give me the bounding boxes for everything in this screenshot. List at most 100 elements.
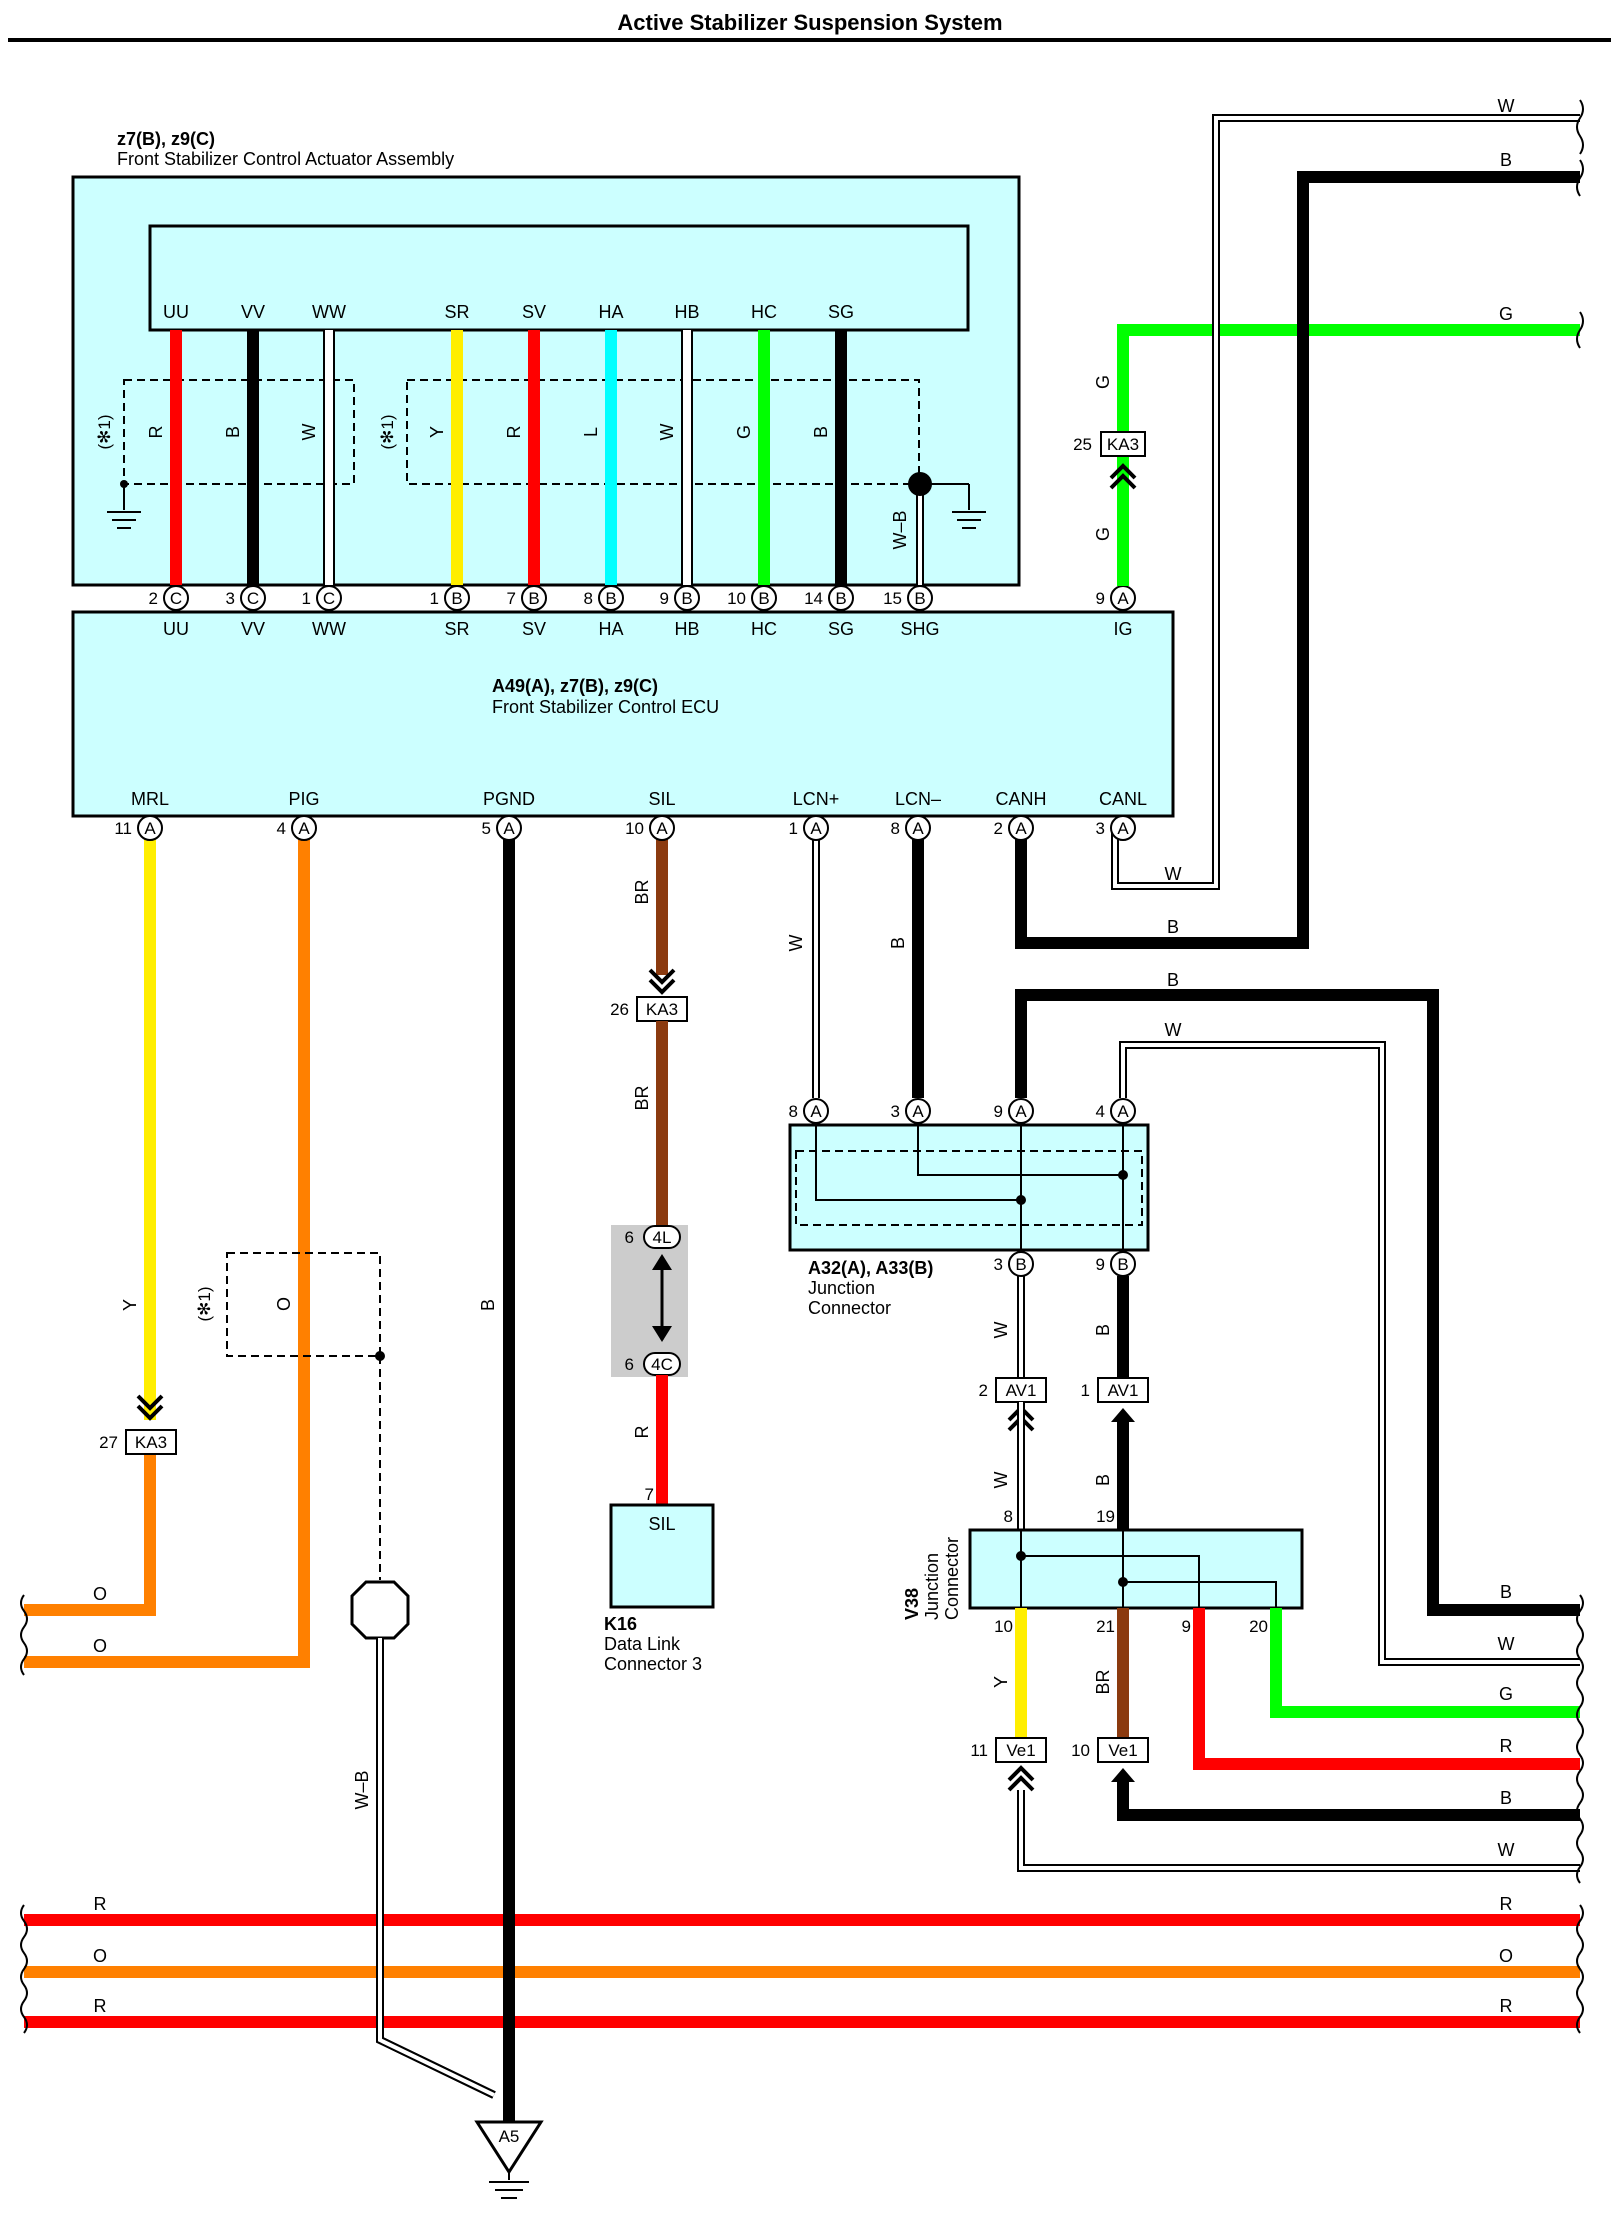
svg-text:R: R [146, 426, 166, 439]
svg-text:(✻1): (✻1) [195, 1286, 214, 1321]
svg-text:B: B [478, 1299, 498, 1311]
svg-text:A: A [810, 1102, 822, 1121]
svg-text:25: 25 [1073, 435, 1092, 454]
right-top-wires: W B G W B [1015, 96, 1580, 949]
svg-text:O: O [93, 1584, 107, 1604]
svg-text:KA3: KA3 [646, 1000, 678, 1019]
junction-connector-v38: 8 19 10 21 9 20 V38 Junction Connector [902, 1507, 1304, 1636]
svg-text:26: 26 [610, 1000, 629, 1019]
svg-text:B: B [1167, 917, 1179, 937]
svg-text:10: 10 [1071, 1741, 1090, 1760]
svg-text:L: L [581, 427, 601, 437]
sil-circuit: KA3 26 BR BR 4L 6 4C 6 R 7 SIL K16 Data … [604, 828, 715, 1674]
svg-text:B: B [605, 589, 616, 608]
svg-text:SR: SR [444, 619, 469, 639]
svg-text:O: O [93, 1946, 107, 1966]
svg-text:Ve1: Ve1 [1108, 1741, 1137, 1760]
svg-text:B: B [1015, 1255, 1026, 1274]
svg-text:6: 6 [625, 1355, 634, 1374]
svg-text:4C: 4C [651, 1355, 673, 1374]
ecu-refs: A49(A), z7(B), z9(C) [492, 676, 658, 696]
svg-text:IG: IG [1113, 619, 1132, 639]
svg-text:R: R [1500, 1996, 1513, 2016]
jc-a32-bottom-pins: B3 B9 [994, 1251, 1136, 1277]
svg-text:V38: V38 [902, 1588, 922, 1620]
svg-text:Connector: Connector [942, 1537, 962, 1620]
svg-text:SV: SV [522, 302, 546, 322]
svg-text:W: W [299, 424, 319, 441]
svg-text:10: 10 [625, 819, 644, 838]
svg-text:2: 2 [994, 819, 1003, 838]
svg-text:B: B [681, 589, 692, 608]
svg-text:1: 1 [302, 589, 311, 608]
right-bottom-labels: B W G R B W [1498, 1582, 1515, 1860]
svg-text:7: 7 [507, 589, 516, 608]
svg-text:5: 5 [482, 819, 491, 838]
svg-text:8: 8 [891, 819, 900, 838]
svg-text:A: A [1117, 1102, 1129, 1121]
svg-text:SG: SG [828, 302, 854, 322]
svg-text:CANH: CANH [995, 789, 1046, 809]
actuator-wires [107, 330, 986, 585]
svg-text:BR: BR [632, 879, 652, 904]
svg-text:VV: VV [241, 302, 265, 322]
svg-text:LCN–: LCN– [895, 789, 941, 809]
svg-text:A: A [1015, 1102, 1027, 1121]
svg-text:WW: WW [312, 302, 346, 322]
svg-text:SIL: SIL [648, 1514, 675, 1534]
svg-text:A: A [912, 1102, 924, 1121]
svg-text:VV: VV [241, 619, 265, 639]
svg-text:MRL: MRL [131, 789, 169, 809]
actuator-refs: z7(B), z9(C) [117, 129, 215, 149]
svg-text:Data Link: Data Link [604, 1634, 681, 1654]
svg-text:Junction: Junction [922, 1553, 942, 1620]
svg-text:(✻1): (✻1) [95, 414, 114, 449]
v38-outputs: Y BR Ve1 11 Ve1 10 [970, 1608, 1580, 1872]
svg-text:HB: HB [674, 302, 699, 322]
svg-text:AV1: AV1 [1108, 1381, 1139, 1400]
svg-text:G: G [1499, 1684, 1513, 1704]
lcn-circuit: W B B W [786, 828, 1580, 1666]
svg-text:G: G [734, 425, 754, 439]
svg-text:A32(A), A33(B): A32(A), A33(B) [808, 1258, 933, 1278]
svg-text:2: 2 [979, 1381, 988, 1400]
svg-text:A: A [810, 819, 822, 838]
svg-text:W–B: W–B [352, 1770, 372, 1809]
svg-text:UU: UU [163, 619, 189, 639]
svg-text:A: A [656, 819, 668, 838]
svg-text:G: G [1093, 527, 1113, 541]
svg-text:A5: A5 [499, 2127, 520, 2146]
svg-text:A: A [1117, 589, 1129, 608]
svg-text:1: 1 [430, 589, 439, 608]
svg-text:C: C [247, 589, 259, 608]
svg-text:10: 10 [727, 589, 746, 608]
mrl-circuit: KA3 27 Y O [24, 828, 177, 1616]
svg-text:W: W [1498, 1634, 1515, 1654]
svg-text:C: C [323, 589, 335, 608]
svg-text:KA3: KA3 [1107, 435, 1139, 454]
svg-text:PIG: PIG [288, 789, 319, 809]
svg-text:C: C [170, 589, 182, 608]
svg-text:4: 4 [277, 819, 286, 838]
svg-text:8: 8 [584, 589, 593, 608]
svg-text:Connector: Connector [808, 1298, 891, 1318]
svg-text:27: 27 [99, 1433, 118, 1452]
svg-text:A: A [298, 819, 310, 838]
svg-text:R: R [504, 426, 524, 439]
svg-text:B: B [835, 589, 846, 608]
svg-text:9: 9 [660, 589, 669, 608]
svg-text:CANL: CANL [1099, 789, 1147, 809]
svg-text:Ve1: Ve1 [1006, 1741, 1035, 1760]
svg-text:B: B [1500, 1582, 1512, 1602]
bottom-bus: R O R R O R [24, 1638, 1580, 2122]
svg-text:B: B [1093, 1474, 1113, 1486]
diagram-title: Active Stabilizer Suspension System [617, 10, 1002, 35]
svg-text:BR: BR [1093, 1669, 1113, 1694]
